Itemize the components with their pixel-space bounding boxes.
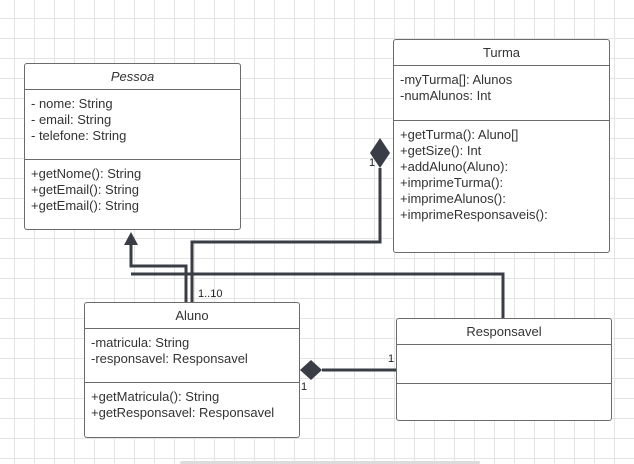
method: +imprimeResponsaveis(): xyxy=(400,207,548,222)
class-aluno-attributes: -matricula: String -responsavel: Respons… xyxy=(85,329,299,383)
attribute: - telefone: String xyxy=(31,128,127,143)
aluno-pessoa-inheritance-line xyxy=(129,244,188,302)
method: +addAluno(Aluno): xyxy=(400,159,509,174)
horizontal-scrollbar[interactable] xyxy=(180,461,480,464)
attribute: - nome: String xyxy=(31,96,113,111)
class-turma-methods: +getTurma(): Aluno[] +getSize(): Int +ad… xyxy=(394,121,609,229)
method: +getEmail(): String xyxy=(31,182,140,197)
multiplicity-turma: 1 xyxy=(369,157,376,169)
class-responsavel[interactable]: Responsavel xyxy=(396,318,612,421)
method: +getNome(): String xyxy=(31,166,142,181)
method: +getMatricula(): String xyxy=(91,389,220,404)
multiplicity-aluno: 1 xyxy=(301,381,308,393)
attribute: -myTurma[]: Alunos xyxy=(400,72,513,87)
method: +getResponsavel: Responsavel xyxy=(91,405,275,420)
class-pessoa-methods: +getNome(): String +getEmail(): String +… xyxy=(25,160,240,220)
method: +imprimeAlunos(): xyxy=(400,191,506,206)
attribute: -responsavel: Responsavel xyxy=(91,351,248,366)
class-pessoa-attributes: - nome: String - email: String - telefon… xyxy=(25,90,240,160)
class-aluno-methods: +getMatricula(): String +getResponsavel:… xyxy=(85,383,299,427)
inheritance-arrowhead xyxy=(124,232,138,245)
class-turma-name: Turma xyxy=(394,40,609,66)
responsavel-pessoa-inheritance-line xyxy=(131,272,505,318)
aluno-turma-composition-line xyxy=(190,168,382,302)
method: +getTurma(): Aluno[] xyxy=(400,127,519,142)
turma-composition-diamond xyxy=(370,138,390,168)
class-pessoa-name: Pessoa xyxy=(25,64,240,90)
class-responsavel-methods xyxy=(397,384,611,396)
class-responsavel-attributes xyxy=(397,345,611,384)
multiplicity-aluno-turma: 1..10 xyxy=(198,288,223,300)
aluno-composition-diamond xyxy=(300,360,322,380)
method: +getSize(): Int xyxy=(400,143,482,158)
class-pessoa[interactable]: Pessoa - nome: String - email: String - … xyxy=(24,63,241,230)
method: +getEmail(): String xyxy=(31,198,140,213)
class-aluno[interactable]: Aluno -matricula: String -responsavel: R… xyxy=(84,302,300,438)
class-turma[interactable]: Turma -myTurma[]: Alunos -numAlunos: Int… xyxy=(393,39,610,253)
attribute: - email: String xyxy=(31,112,112,127)
multiplicity-responsavel: 1 xyxy=(388,353,395,365)
class-responsavel-name: Responsavel xyxy=(397,319,611,345)
attribute: -numAlunos: Int xyxy=(400,88,492,103)
method: +imprimeTurma(): xyxy=(400,175,504,190)
class-aluno-name: Aluno xyxy=(85,303,299,329)
attribute: -matricula: String xyxy=(91,335,190,350)
class-turma-attributes: -myTurma[]: Alunos -numAlunos: Int xyxy=(394,66,609,121)
